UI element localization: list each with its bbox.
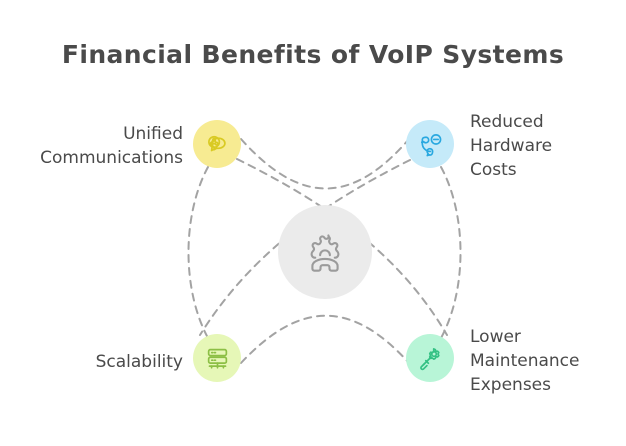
phone-handset-minus-icon	[420, 133, 441, 156]
node-scalability[interactable]	[193, 334, 241, 382]
node-lower-maintenance-expenses[interactable]	[406, 334, 454, 382]
wrench-gear-icon	[419, 347, 440, 370]
chat-bubbles-network-icon	[207, 135, 226, 151]
arc-tr-to-br-outer	[440, 166, 462, 339]
arc-bl-to-br	[240, 314, 410, 364]
label-lower-maintenance-expenses: Lower Maintenance Expenses	[470, 327, 580, 395]
arc-tl-to-tr	[240, 138, 410, 190]
desk-phone-icon	[310, 234, 340, 272]
server-rack-icon	[207, 348, 227, 369]
node-unified-communications[interactable]	[193, 120, 241, 168]
page-title: Financial Benefits of VoIP Systems	[61, 40, 565, 69]
arc-tl-to-bl-outer	[187, 166, 209, 339]
label-reduced-hardware-costs: Reduced Hardware Costs	[470, 112, 553, 180]
label-scalability: Scalability	[95, 352, 183, 372]
center-hub	[278, 205, 372, 299]
label-unified-communications: Unified Communications	[40, 124, 183, 168]
arc-tr-to-bl	[199, 159, 411, 336]
node-reduced-hardware-costs[interactable]	[406, 120, 454, 168]
